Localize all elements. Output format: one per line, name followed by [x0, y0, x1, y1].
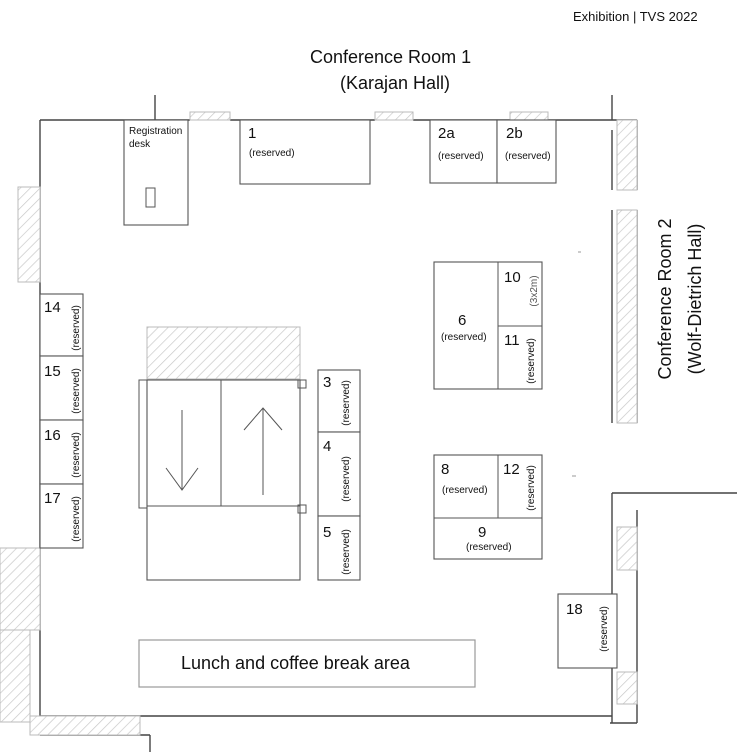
conference-room-2-name: Conference Room 2 — [655, 218, 675, 380]
booth-4-number: 4 — [323, 438, 332, 455]
booth-3-status: (reserved) — [341, 380, 352, 426]
conference-room-1-name: Conference Room 1 — [310, 47, 472, 67]
booth-18-number: 18 — [566, 601, 583, 618]
conference-room-2-subtitle: (Wolf-Dietrich Hall) — [685, 223, 705, 375]
booth-17-status: (reserved) — [71, 496, 82, 542]
booth-3-number: 3 — [323, 374, 332, 391]
registration-desk-label: Registration — [129, 126, 183, 137]
booth-18-status: (reserved) — [599, 606, 610, 652]
booth-8-status: (reserved) — [442, 485, 488, 496]
booth-2b-number: 2b — [506, 125, 523, 142]
booth-11-number: 11 — [504, 332, 520, 349]
booth-6-status: (reserved) — [441, 332, 487, 343]
booth-2a-status: (reserved) — [438, 151, 484, 162]
booth-9-number: 9 — [478, 524, 487, 541]
stray-marks — [572, 251, 581, 477]
booth-16-status: (reserved) — [71, 432, 82, 478]
booth-14-number: 14 — [44, 299, 61, 316]
registration-desk-label-line2: desk — [129, 139, 151, 150]
booth-10-size: (3x2m) — [529, 275, 540, 307]
booth-2b-status: (reserved) — [505, 151, 551, 162]
booth-14-status: (reserved) — [71, 305, 82, 351]
booth-12-number: 12 — [503, 461, 520, 478]
booth-2a-number: 2a — [438, 125, 455, 142]
booth-5-status: (reserved) — [341, 529, 352, 575]
booth-1-status: (reserved) — [249, 148, 295, 159]
booth-15-status: (reserved) — [71, 368, 82, 414]
booth-17-number: 17 — [44, 490, 61, 507]
booth-11-status: (reserved) — [526, 338, 537, 384]
booth-12-status: (reserved) — [526, 465, 537, 511]
booth-4-status: (reserved) — [341, 456, 352, 502]
booth-5-number: 5 — [323, 524, 332, 541]
booth-16-number: 16 — [44, 427, 61, 444]
conference-room-1-subtitle: (Karajan Hall) — [340, 73, 451, 93]
booth-1-number: 1 — [248, 125, 257, 142]
booth-9-status: (reserved) — [466, 542, 512, 553]
booth-outlines — [39, 119, 618, 669]
escalator — [138, 379, 307, 581]
down-arrow-icon — [165, 410, 199, 491]
lunch-area-label: Lunch and coffee break area — [181, 653, 410, 673]
booth-15-number: 15 — [44, 363, 61, 380]
lunch-area-outline — [138, 639, 476, 688]
hatched-wall-segments — [0, 111, 638, 736]
booth-6-number: 6 — [458, 312, 467, 329]
registration-desk — [123, 119, 189, 226]
up-arrow-icon — [243, 407, 283, 495]
booth-10-number: 10 — [504, 269, 521, 286]
event-title: Exhibition | TVS 2022 — [573, 9, 698, 24]
booth-8-number: 8 — [441, 461, 450, 478]
